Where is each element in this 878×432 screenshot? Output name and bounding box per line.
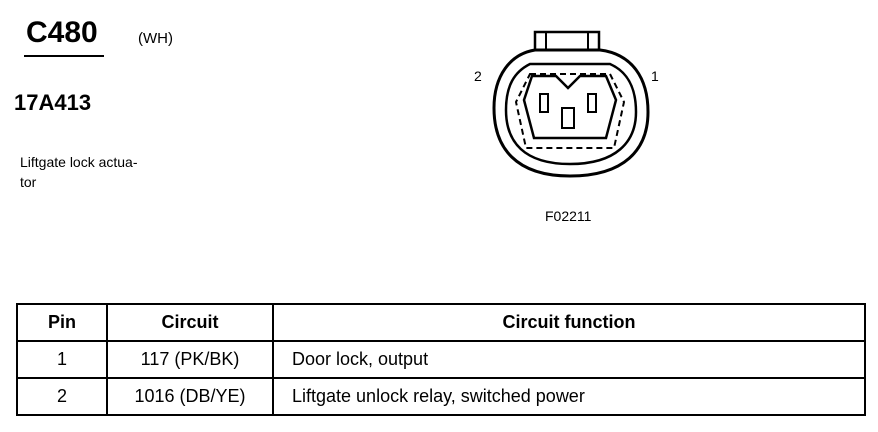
connector-face-diagram [492, 30, 650, 178]
connector-color-code: (WH) [138, 30, 173, 47]
description-line-1: Liftgate lock actua- [20, 154, 138, 170]
connector-description: Liftgate lock actua- tor [20, 152, 170, 192]
table-row: 1 117 (PK/BK) Door lock, output [16, 340, 866, 379]
pin-2-label: 2 [474, 68, 482, 84]
terminal-pin-1 [587, 93, 597, 113]
terminal-pin-2 [539, 93, 549, 113]
cell-circuit-function: Door lock, output [272, 340, 866, 379]
connector-seal [514, 73, 626, 149]
cell-pin: 2 [16, 377, 108, 416]
header-circuit: Circuit [106, 303, 274, 342]
description-line-2: tor [20, 174, 37, 190]
pinout-table: Pin Circuit Circuit function 1 117 (PK/B… [16, 303, 866, 416]
part-number: 17A413 [14, 90, 92, 115]
header-pin: Pin [16, 303, 108, 342]
table-row: 2 1016 (DB/YE) Liftgate unlock relay, sw… [16, 377, 866, 416]
table-header-row: Pin Circuit Circuit function [16, 303, 866, 342]
cell-circuit: 1016 (DB/YE) [106, 377, 274, 416]
connector-id: C480 [26, 16, 98, 49]
terminal-center-key [561, 107, 575, 129]
cell-pin: 1 [16, 340, 108, 379]
header-circuit-function: Circuit function [272, 303, 866, 342]
pin-1-label: 1 [651, 68, 659, 84]
figure-code: F02211 [545, 208, 592, 224]
cell-circuit-function: Liftgate unlock relay, switched power [272, 377, 866, 416]
connector-inner-shell [504, 62, 638, 166]
connector-id-underline [24, 55, 104, 57]
cell-circuit: 117 (PK/BK) [106, 340, 274, 379]
